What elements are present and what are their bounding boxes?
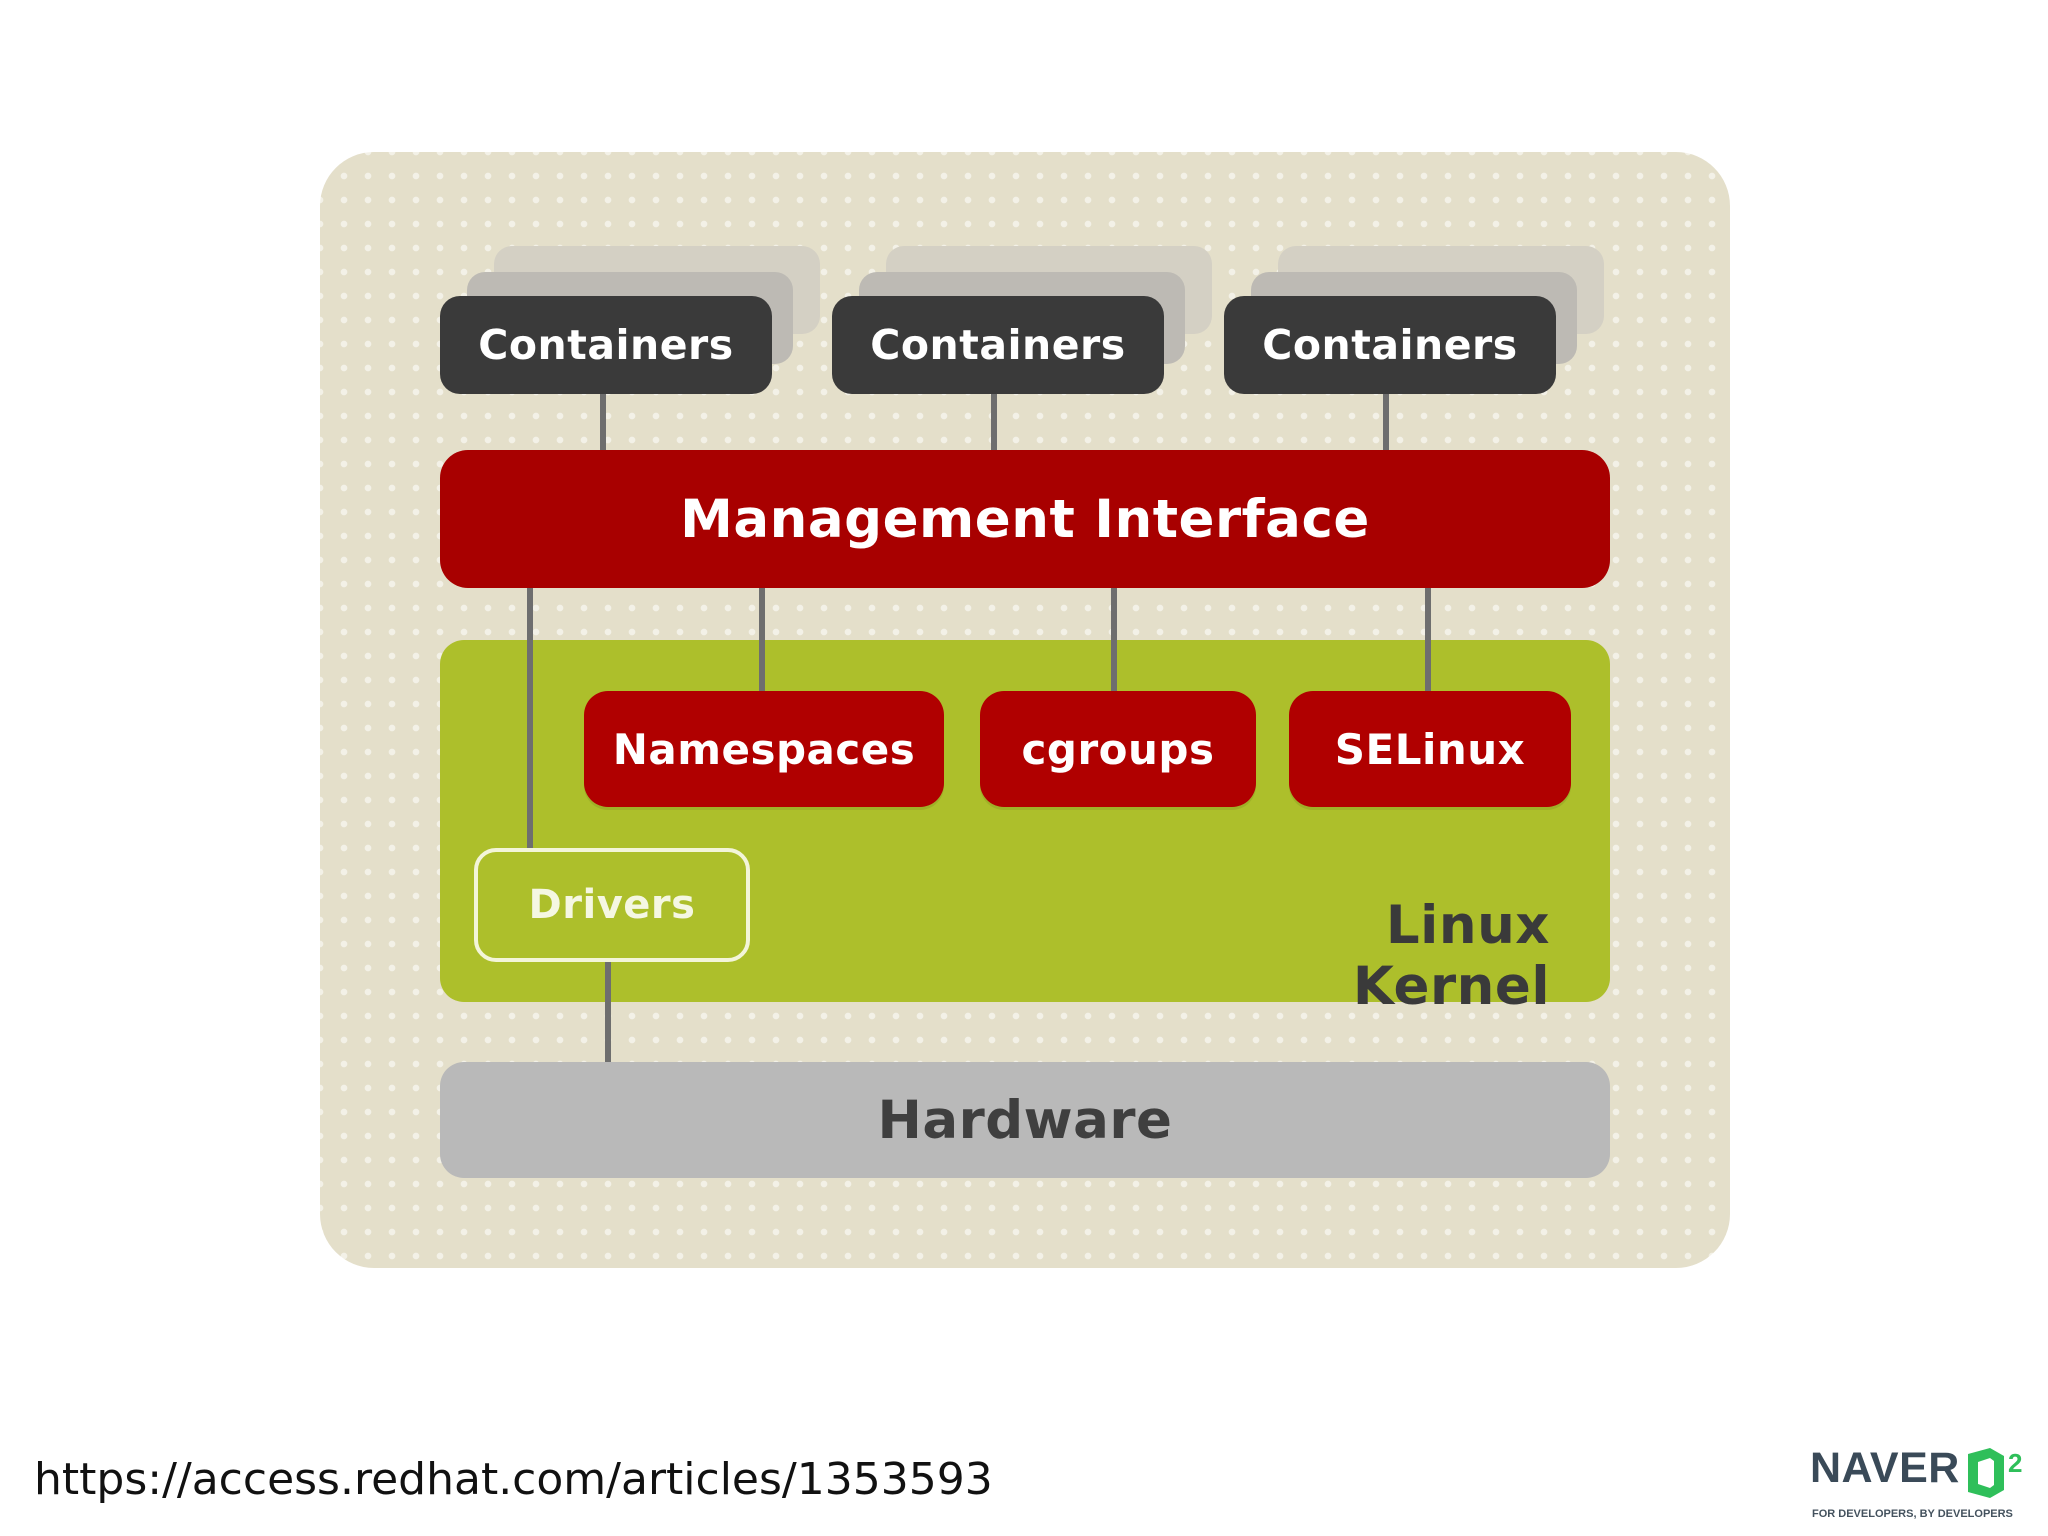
source-link[interactable]: https://access.redhat.com/articles/13535… xyxy=(34,1454,993,1505)
svg-text:2: 2 xyxy=(2008,1448,2022,1478)
containers-box: Containers xyxy=(1224,296,1556,394)
naver-d2-logo: NAVER 2 FOR DEVELOPERS, BY DEVELOPERS xyxy=(1810,1440,2034,1520)
linux-kernel-label: Linux Kernel xyxy=(1352,895,1550,1017)
connector-line xyxy=(527,588,533,850)
connector-line xyxy=(1111,588,1117,693)
connector-line xyxy=(759,588,765,693)
namespaces-box: Namespaces xyxy=(584,691,944,807)
logo-tagline: FOR DEVELOPERS, BY DEVELOPERS xyxy=(1812,1508,2013,1520)
containers-box: Containers xyxy=(832,296,1164,394)
logo-wordmark: NAVER xyxy=(1810,1444,1960,1492)
connector-line xyxy=(605,962,611,1064)
connector-line xyxy=(1425,588,1431,693)
cgroups-box: cgroups xyxy=(980,691,1256,807)
selinux-box: SELinux xyxy=(1289,691,1571,807)
containers-box: Containers xyxy=(440,296,772,394)
connector-line xyxy=(1383,390,1389,452)
management-interface-box: Management Interface xyxy=(440,450,1610,588)
connector-line xyxy=(600,390,606,452)
hardware-box: Hardware xyxy=(440,1062,1610,1178)
d2-logo-icon: 2 xyxy=(1968,1448,2022,1498)
connector-line xyxy=(991,390,997,452)
drivers-box: Drivers xyxy=(474,848,750,962)
